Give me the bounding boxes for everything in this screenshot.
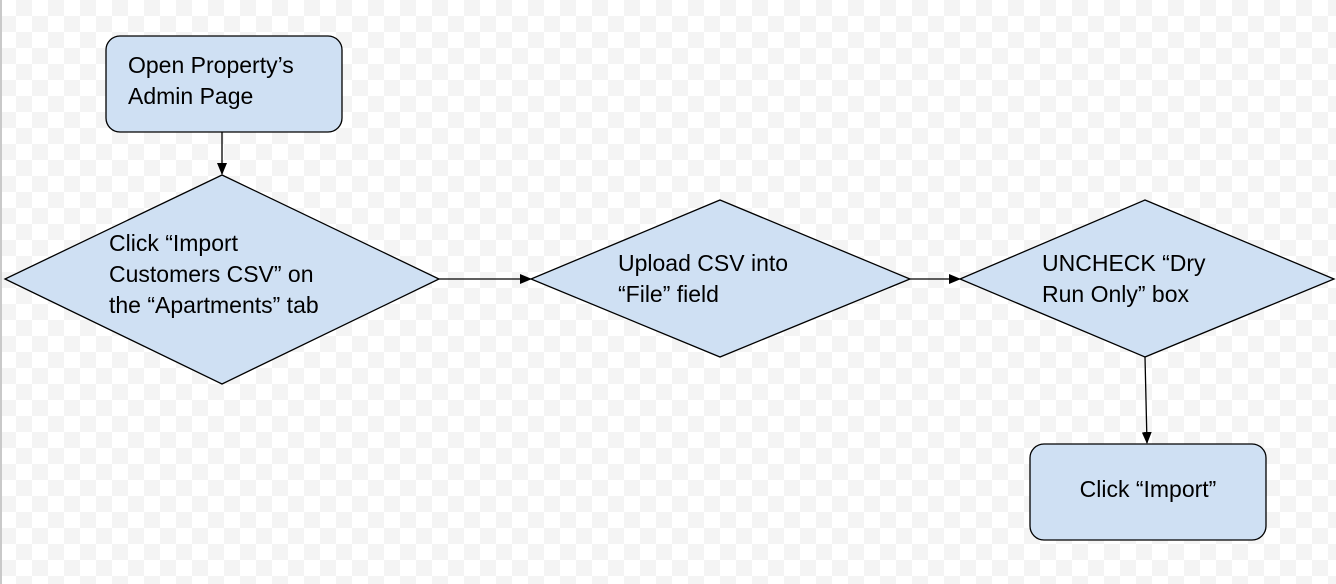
node-import-customers-line-3: the “Apartments” tab [109,292,319,318]
node-open-admin-label: Open Property’s Admin Page [128,50,294,112]
node-upload-csv-line-1: Upload CSV into [618,250,789,276]
node-upload-csv-label: Upload CSV into “File” field [618,248,788,310]
node-click-import-shape [1029,443,1267,541]
node-click-import-label: Click “Import” [1030,474,1266,505]
node-import-customers-shape [3,174,441,385]
node-import-customers-line-2: Customers CSV” on [109,261,314,287]
node-uncheck-dry-run-line-1: UNCHECK “Dry [1042,250,1206,276]
node-upload-csv-line-2: “File” field [618,281,719,307]
node-click-import-line-1: Click “Import” [1079,476,1217,502]
node-open-admin-shape [105,35,343,133]
node-uncheck-dry-run-label: UNCHECK “Dry Run Only” box [1042,248,1206,310]
node-import-customers-label: Click “Import Customers CSV” on the “Apa… [109,228,319,321]
node-open-admin-line-1: Open Property’s [128,52,294,78]
node-uncheck-dry-run-line-2: Run Only” box [1042,281,1190,307]
connector-uncheck-dry-run-to-click-import [1141,356,1152,444]
node-uncheck-dry-run-shape [958,199,1336,358]
node-open-admin-line-2: Admin Page [128,83,254,109]
node-upload-csv-shape [529,199,912,358]
node-import-customers-line-1: Click “Import [109,230,239,256]
canvas-left-border [0,0,2,584]
